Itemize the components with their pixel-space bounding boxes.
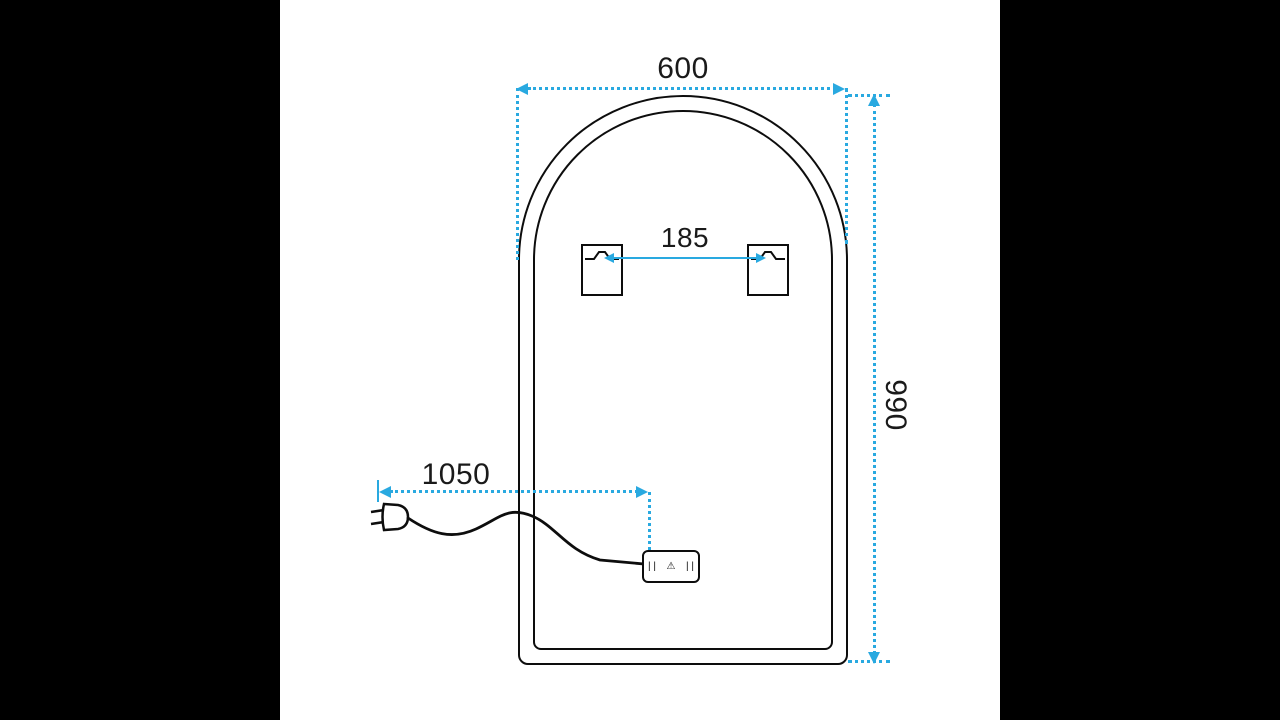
cable-dim-tick (377, 480, 379, 502)
power-connector-box: | | ⚠ | | (642, 550, 700, 583)
dim-cable-length-label: 1050 (421, 458, 491, 491)
connector-bars-right: | | (686, 560, 694, 572)
dim-cable-line (390, 490, 638, 493)
power-cable (406, 510, 646, 566)
mounting-bracket-left-icon (581, 244, 623, 296)
bracket-notch-right (751, 251, 785, 260)
plug-body (381, 502, 410, 532)
bracket-arrow-left-icon (604, 253, 614, 263)
power-plug-and-cable-icon (370, 502, 646, 566)
mounting-bracket-right-icon (747, 244, 789, 296)
warning-icon: ⚠ (666, 560, 676, 572)
dim-height-label: 990 (879, 379, 912, 431)
dim-width-line (528, 87, 836, 90)
dim-width-label: 600 (657, 52, 709, 85)
dim-height-line (873, 104, 876, 654)
dimension-arrow-down-icon (868, 652, 880, 664)
extension-line-right (845, 88, 848, 244)
bracket-notch-left (585, 251, 619, 260)
letterbox-left (0, 0, 280, 720)
cable-arrow-right-icon (636, 486, 648, 498)
letterbox-right (1000, 0, 1280, 720)
dim-bracket-spacing-line (614, 257, 756, 259)
connector-bars-left: | | (648, 560, 656, 572)
mirror-inner-outline (533, 110, 833, 650)
dimension-arrow-left-icon (516, 83, 528, 95)
dimension-arrow-up-icon (868, 94, 880, 106)
cable-arrow-left-icon (379, 486, 391, 498)
dim-bracket-spacing-label: 185 (660, 222, 710, 253)
bracket-arrow-right-icon (756, 253, 766, 263)
extension-line-left (516, 88, 519, 260)
cable-dim-drop-line (648, 492, 651, 550)
dimension-arrow-right-icon (833, 83, 845, 95)
